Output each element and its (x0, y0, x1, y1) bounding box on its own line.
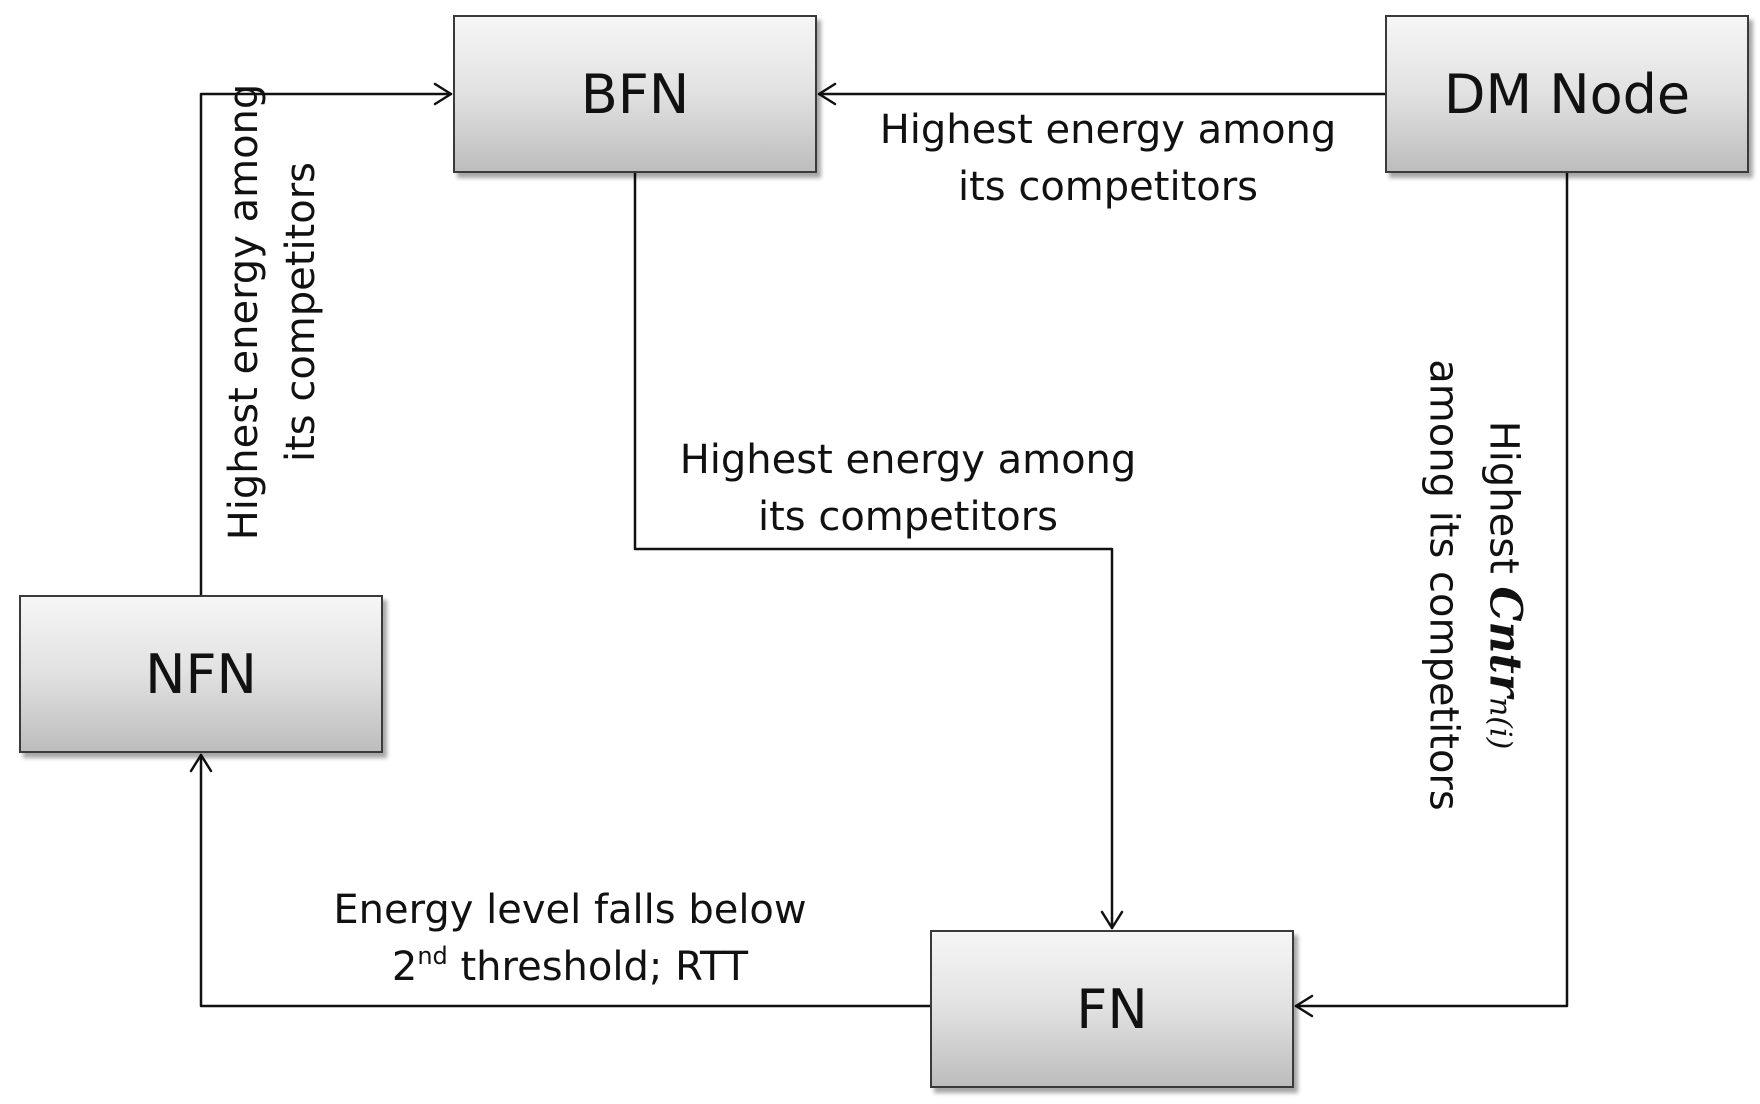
node-nfn: NFN (19, 595, 383, 753)
edge-label-line2: its competitors (957, 164, 1259, 210)
arrowhead-dm-to-bfn (817, 82, 837, 106)
node-fn: FN (930, 930, 1294, 1088)
edge-bfn-to-fn (633, 171, 1114, 930)
node-nfn-label: NFN (145, 642, 257, 706)
ordinal-number: 2 (391, 944, 418, 990)
edge-label-line1: Highest Cntrn(i) (1472, 355, 1534, 815)
edge-label-bfn-to-fn: Highest energy among its competitors (648, 432, 1168, 546)
edge-nfn-to-bfn (199, 92, 453, 597)
edge-label-line1: Highest energy among (221, 83, 267, 541)
edge-label-line2: its competitors (757, 494, 1059, 540)
ordinal-suffix: nd (417, 942, 448, 970)
edge-label-dm-to-fn: Highest Cntrn(i) among its competitors (1415, 355, 1534, 815)
cntr-subscript: n(i) (1482, 696, 1518, 750)
arrowhead-dm-to-fn (1294, 994, 1314, 1018)
edge-fn-to-nfn (199, 753, 932, 1008)
edge-label-line2: 2nd threshold; RTT (300, 939, 840, 996)
node-dm-label: DM Node (1443, 62, 1691, 126)
node-fn-label: FN (1076, 977, 1148, 1041)
edge-label-line1: Energy level falls below (333, 887, 807, 933)
edge-label-line2: among its competitors (1420, 359, 1467, 811)
edge-label-line1: Highest energy among (879, 107, 1337, 153)
edge-label-nfn-to-bfn: Highest energy among its competitors (216, 82, 330, 542)
arrowhead-nfn-to-bfn (433, 82, 453, 106)
edge-dm-to-fn (1294, 171, 1569, 1008)
edge-label-line1: Highest energy among (679, 437, 1137, 483)
node-bfn: BFN (453, 15, 817, 173)
edge-label-dm-to-bfn: Highest energy among its competitors (848, 102, 1368, 216)
arrowhead-fn-to-nfn (189, 753, 213, 773)
edge-label-prefix: Highest (1480, 420, 1527, 587)
node-bfn-label: BFN (580, 62, 690, 126)
edge-label-fn-to-nfn: Energy level falls below 2nd threshold; … (300, 882, 840, 996)
arrowhead-bfn-to-fn (1100, 910, 1124, 930)
node-dm: DM Node (1385, 15, 1749, 173)
edge-label-line2: its competitors (278, 161, 324, 463)
edge-label-line2-rest: threshold; RTT (447, 944, 749, 990)
cntr-symbol: Cntr (1479, 586, 1531, 697)
